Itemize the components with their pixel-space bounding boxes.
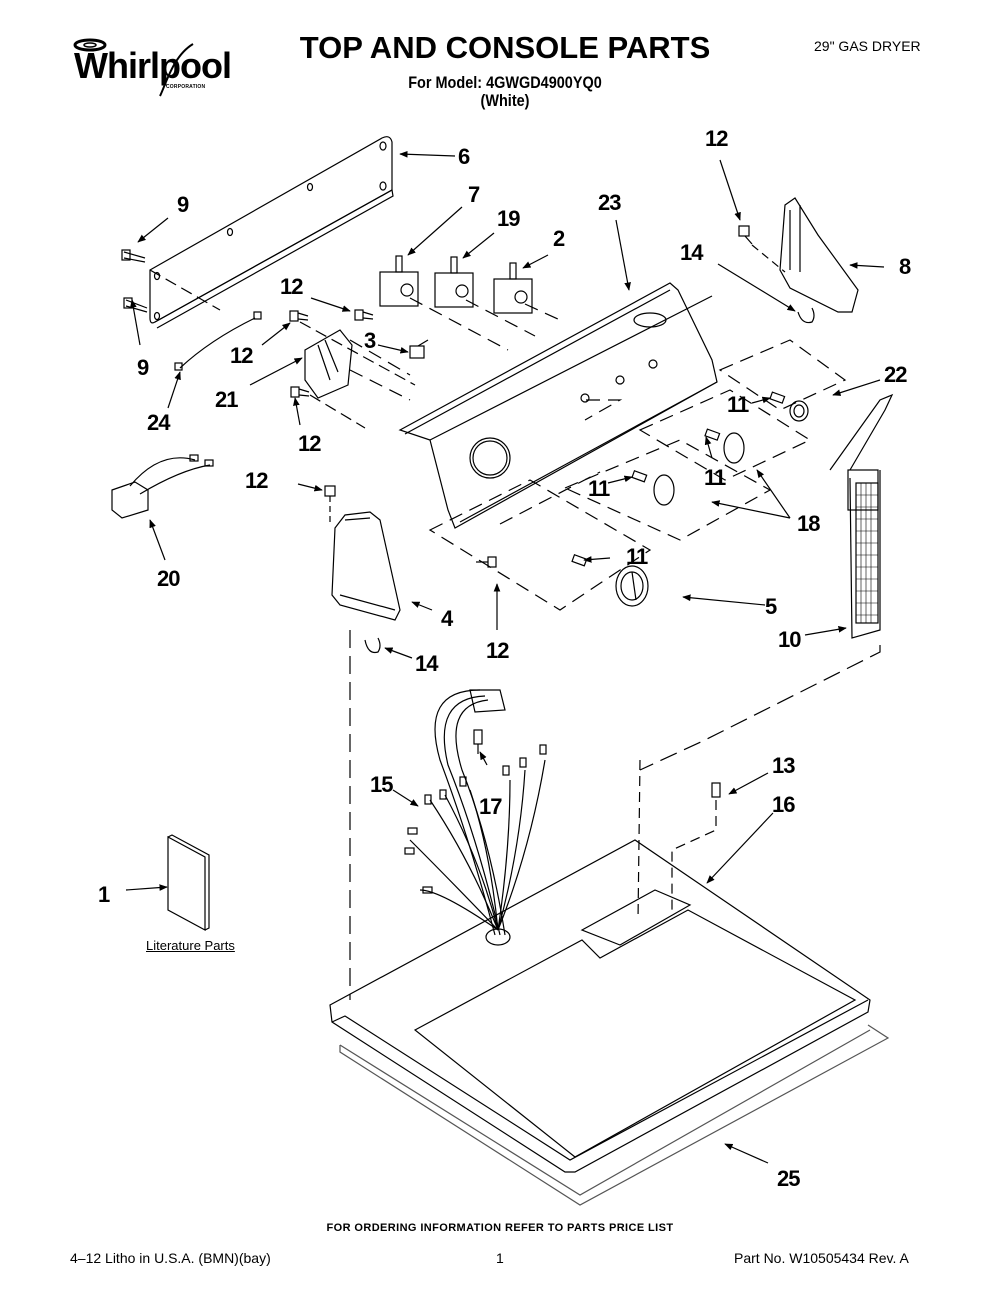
callout-6: 6	[458, 144, 470, 169]
callout-2: 2	[553, 226, 565, 251]
screw-part-17	[473, 729, 483, 754]
callout-14: 14	[415, 651, 439, 676]
callout-5: 5	[765, 594, 777, 619]
callout-12: 12	[245, 468, 269, 493]
callout-11: 11	[704, 465, 726, 490]
callout-4: 4	[441, 606, 453, 631]
model-color: (White)	[480, 91, 530, 110]
knobs-parts-18-5	[615, 400, 809, 607]
product-type: 29" GAS DRYER	[814, 38, 921, 54]
knob-inserts-part-11	[571, 391, 786, 567]
page-title: TOP AND CONSOLE PARTS	[299, 30, 711, 65]
callout-9: 9	[137, 355, 149, 380]
callout-18: 18	[797, 511, 821, 536]
console-end-part-4	[324, 485, 401, 1000]
screw-part-12-top	[738, 225, 786, 273]
console-panel-part-23	[398, 282, 718, 529]
brand-wordmark: Whirlpool	[74, 45, 232, 86]
console-bracket-part-6	[149, 136, 394, 329]
callout-12: 12	[230, 343, 254, 368]
wire-harness-part-15	[404, 689, 547, 936]
screw-part-13	[637, 759, 721, 921]
leader-arrows	[125, 150, 885, 1164]
callout-11: 11	[626, 544, 648, 569]
callout-25: 25	[777, 1166, 801, 1191]
wire-clip-part-14	[797, 307, 815, 324]
whirlpool-swirl-icon	[73, 38, 194, 97]
callout-21: 21	[215, 387, 239, 412]
screws-part-12	[289, 309, 374, 429]
page-number: 1	[496, 1250, 504, 1266]
callout-7: 7	[468, 182, 480, 207]
push-to-start-switch-part-3	[299, 321, 429, 386]
literature-part-1	[167, 834, 210, 932]
top-seal-part-25	[339, 1024, 890, 1206]
callout-1: 1	[98, 882, 110, 907]
callout-14: 14	[680, 240, 704, 265]
callout-8: 8	[899, 254, 911, 279]
screw-part-12-lower	[476, 556, 497, 568]
callout-11: 11	[588, 476, 610, 501]
whirlpool-logo: Whirlpool CORPORATION	[68, 36, 232, 98]
litho-info: 4–12 Litho in U.S.A. (BMN)(bay)	[70, 1250, 271, 1266]
callout-12: 12	[280, 274, 304, 299]
callout-17: 17	[479, 794, 503, 819]
callout-12: 12	[705, 126, 729, 151]
lint-screen-part-10	[639, 393, 894, 771]
callout-13: 13	[772, 753, 796, 778]
model-number: For Model: 4GWGD4900YQ0	[408, 73, 602, 92]
callout-3: 3	[364, 328, 376, 353]
wire-clip-part-14-lower	[364, 637, 381, 654]
callout-22: 22	[884, 362, 908, 387]
literature-parts-label: Literature Parts	[146, 938, 235, 953]
harness-part-20	[111, 454, 214, 519]
part-number: Part No. W10505434 Rev. A	[734, 1250, 909, 1266]
callout-19: 19	[497, 206, 521, 231]
callout-24: 24	[147, 410, 171, 435]
callout-15: 15	[370, 772, 394, 797]
callout-11: 11	[727, 392, 749, 417]
brand-subtitle: CORPORATION	[166, 84, 206, 90]
dryer-top-part-16	[329, 839, 871, 1173]
callout-20: 20	[157, 566, 181, 591]
ordering-note: FOR ORDERING INFORMATION REFER TO PARTS …	[326, 1222, 674, 1234]
switches-parts-7-19-2	[379, 255, 561, 351]
callout-12: 12	[298, 431, 322, 456]
wire-part-24	[174, 311, 262, 371]
screw-part-9	[121, 249, 221, 313]
callout-12: 12	[486, 638, 510, 663]
callout-23: 23	[598, 190, 622, 215]
timer-part-21	[304, 329, 411, 401]
end-cap-part-8	[779, 197, 859, 313]
callout-9: 9	[177, 192, 189, 217]
callout-10: 10	[778, 627, 802, 652]
callout-16: 16	[772, 792, 796, 817]
model-info: For Model: 4GWGD4900YQ0 (White)	[331, 74, 680, 110]
knob-assembly-frames	[428, 339, 847, 611]
